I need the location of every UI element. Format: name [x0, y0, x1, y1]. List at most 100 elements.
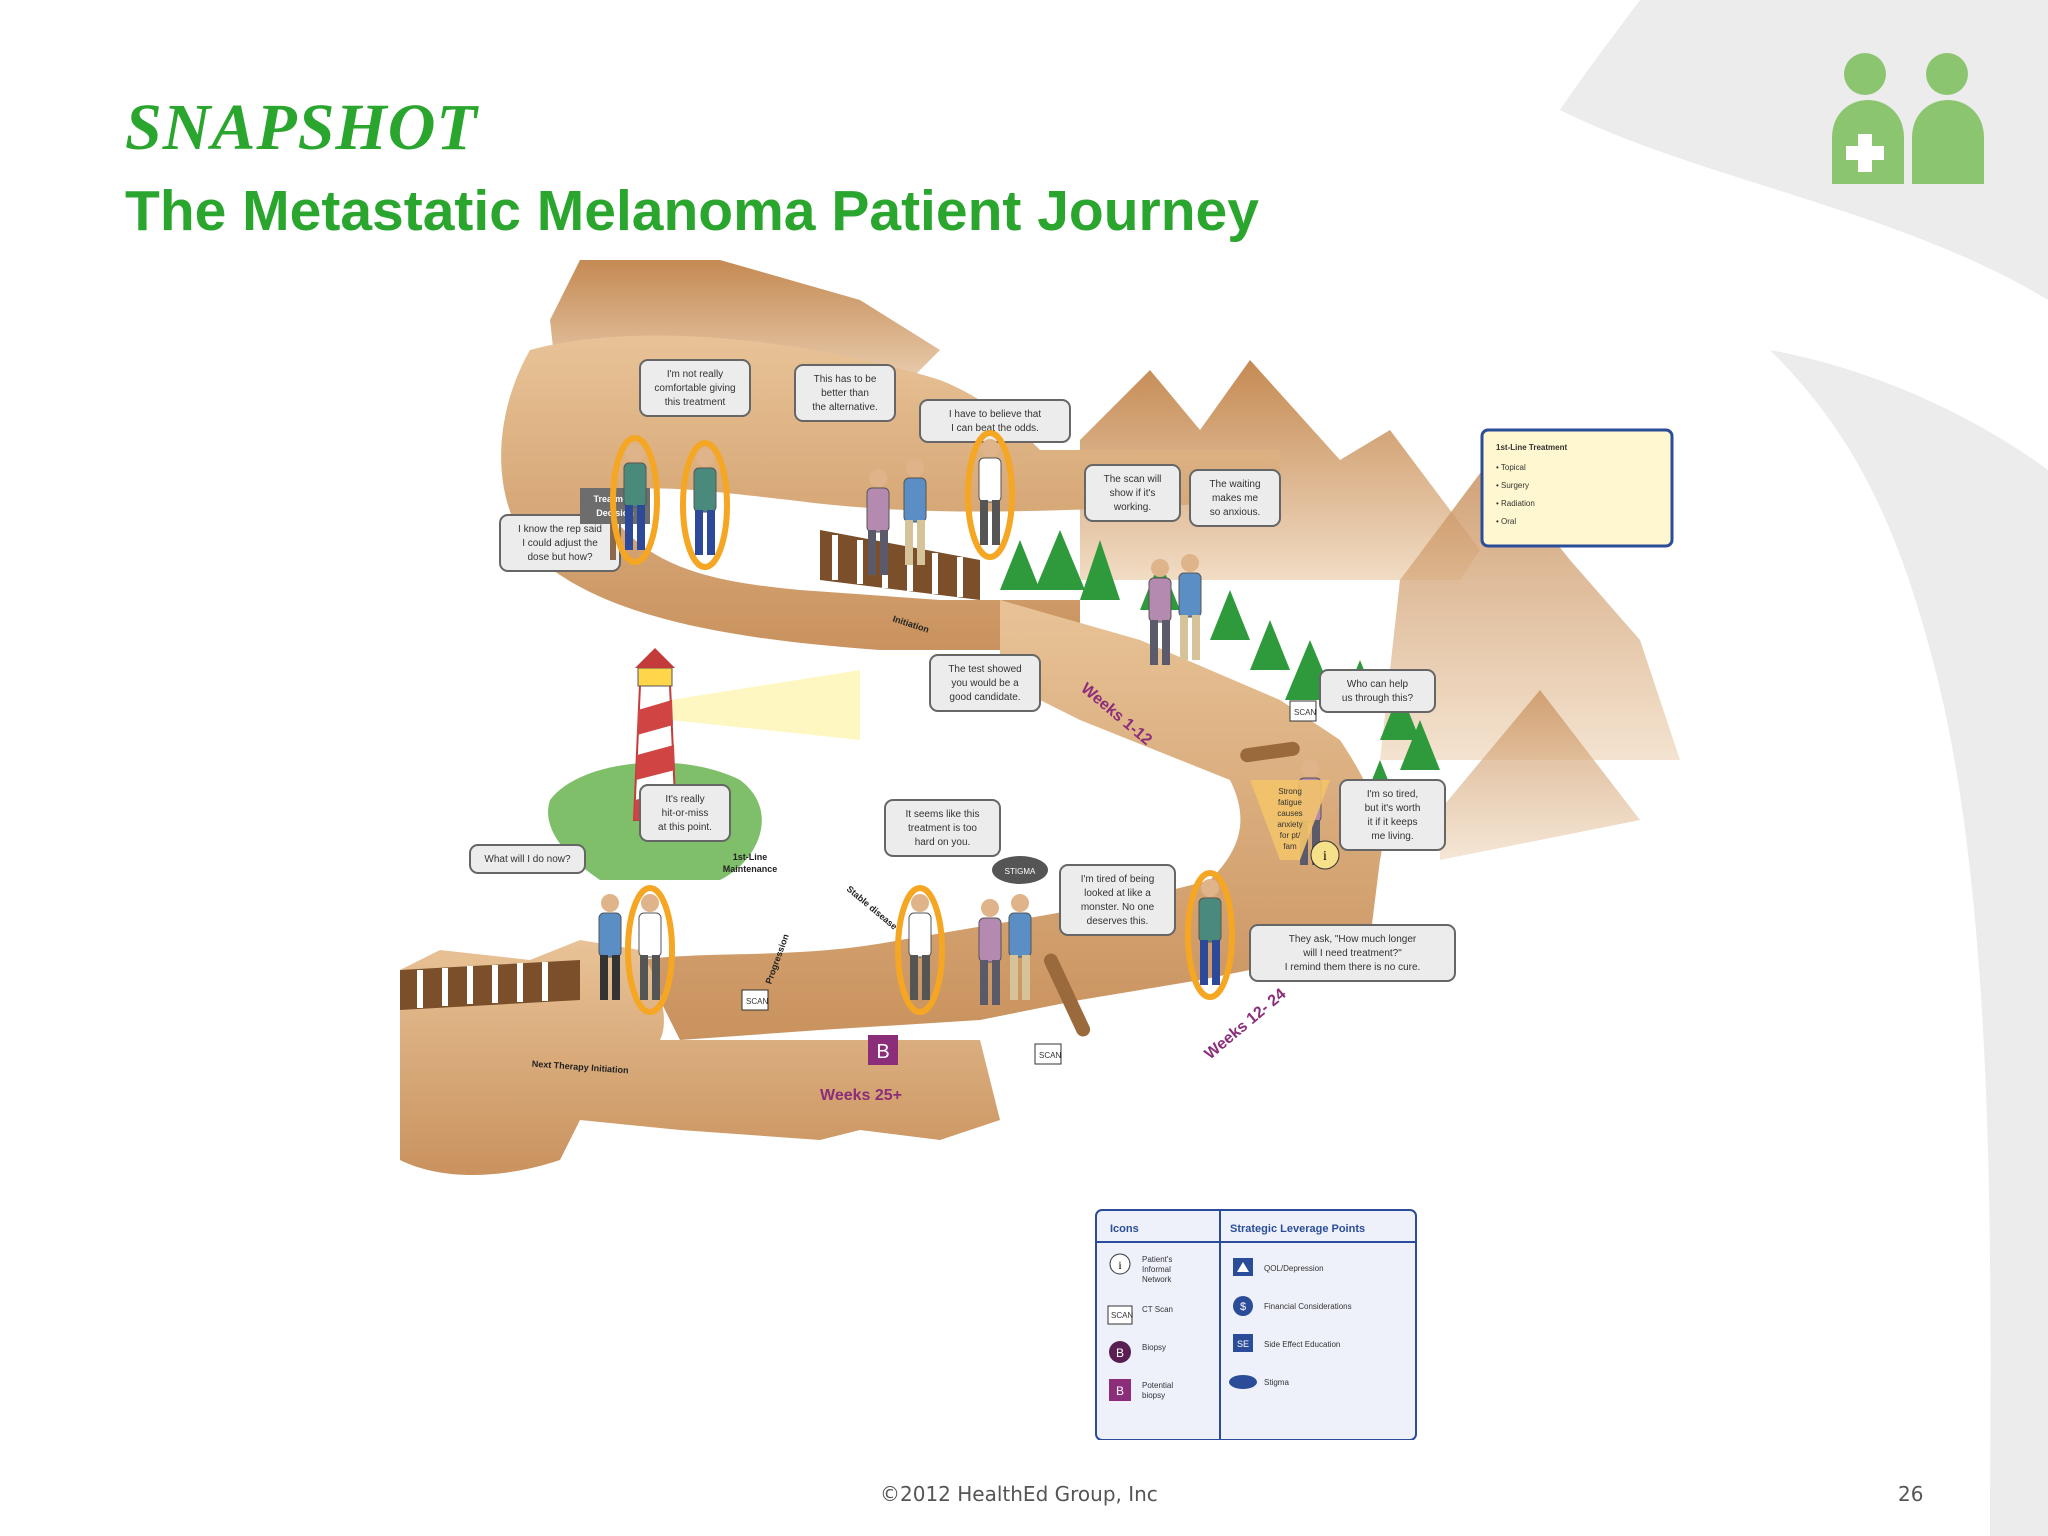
stigma-cloud: STIGMA — [992, 856, 1048, 884]
person-figure — [1185, 870, 1235, 1000]
two-people-medical-cross-icon — [1832, 53, 1984, 184]
legend-icons-header: Icons — [1110, 1223, 1139, 1235]
svg-text:SCAN: SCAN — [1294, 708, 1316, 717]
tornado-line: causes — [1277, 809, 1302, 818]
speech-bubble-line: hard on you. — [915, 837, 971, 848]
legend-leverage-item: Stigma — [1229, 1375, 1289, 1389]
tornado-line: fam — [1283, 842, 1297, 851]
speech-bubble-line: good candidate. — [949, 692, 1020, 703]
first-line-treatment-box: 1st-Line Treatment • Topical • Surgery • R… — [1480, 428, 1674, 548]
speech-bubble-line: monster. No one — [1081, 902, 1155, 913]
speech-bubble-line: I remind them there is no cure. — [1285, 962, 1421, 973]
speech-bubble-line: I can beat the odds. — [951, 423, 1039, 434]
legend-icon-label: Informal — [1142, 1265, 1171, 1274]
treatment-box-item: • Radiation — [1496, 499, 1535, 508]
biopsy-marker: B — [868, 1035, 898, 1065]
speech-bubble-line: show if it's — [1110, 488, 1156, 499]
scan-box: SCAN — [1034, 1043, 1062, 1065]
page-title: The Metastatic Melanoma Patient Journey — [125, 179, 1259, 243]
speech-bubble-line: comfortable giving — [654, 383, 735, 394]
speech-bubble: Who can help us through this? — [1319, 669, 1436, 713]
treatment-box-title: 1st-Line Treatment — [1496, 443, 1567, 452]
speech-bubble-line: I'm not really — [667, 369, 723, 380]
person-figure — [610, 435, 660, 565]
svg-text:STIGMA: STIGMA — [1005, 867, 1036, 876]
speech-bubble-line: you would be a — [951, 678, 1019, 689]
potential-biopsy-letter: B — [1116, 1384, 1124, 1398]
tornado-line: for pt/ — [1280, 831, 1301, 840]
legend-leverage-label: QOL/Depression — [1264, 1264, 1324, 1273]
speech-bubble-line: I'm so tired, — [1367, 789, 1418, 800]
first-line-maintenance-label-2: Maintenance — [723, 864, 778, 874]
speech-bubble-line: this treatment — [665, 397, 726, 408]
stable-disease-label: Stable disease — [845, 884, 899, 932]
legend-leverage-label: Stigma — [1264, 1378, 1289, 1387]
person-figure — [1178, 554, 1202, 660]
speech-bubble: I'm not really comfortable giving this tre… — [639, 359, 751, 417]
svg-text:B: B — [876, 1041, 889, 1063]
person-figure — [625, 885, 675, 1015]
treatment-box-item: • Topical — [1496, 463, 1526, 472]
speech-bubble-line: The scan will — [1104, 474, 1162, 485]
speech-bubble: They ask, "How much longer will I need tr… — [1249, 924, 1456, 982]
speech-bubble-line: deserves this. — [1087, 916, 1149, 927]
speech-bubble-line: working. — [1113, 502, 1151, 513]
speech-bubble-line: us through this? — [1342, 693, 1414, 704]
log — [1043, 953, 1091, 1037]
svg-text:i: i — [1323, 849, 1327, 864]
page-number: 26 — [1898, 1482, 1924, 1506]
legend-icon-label: Network — [1142, 1275, 1172, 1284]
person-figure — [903, 459, 927, 565]
speech-bubble-line: the alternative. — [812, 402, 878, 413]
speech-bubble-line: hit-or-miss — [662, 808, 709, 819]
side-effect-letters: SE — [1237, 1339, 1249, 1349]
speech-bubble-line: This has to be — [814, 374, 877, 385]
speech-bubble: What will I do now? — [469, 844, 586, 874]
svg-text:SCAN: SCAN — [746, 997, 768, 1006]
legend-leverage-header: Strategic Leverage Points — [1230, 1223, 1365, 1235]
legend-leverage-item: QOL/Depression — [1233, 1258, 1324, 1276]
tornado-line: anxiety — [1277, 820, 1302, 829]
legend-icon-label: biopsy — [1142, 1391, 1165, 1400]
person-figure — [965, 430, 1015, 560]
treatment-box-item: • Oral — [1496, 517, 1516, 526]
speech-bubble-line: The test showed — [948, 664, 1021, 675]
speech-bubble-line: I could adjust the — [522, 538, 598, 549]
treatment-box-items: • Topical • Surgery • Radiation • Oral — [1496, 463, 1535, 526]
scan-box: SCAN — [1289, 700, 1317, 722]
lower-bridge — [400, 960, 580, 1010]
tornado-line: Strong — [1278, 787, 1302, 796]
speech-bubble-line: makes me — [1212, 493, 1259, 504]
legend-leverage-list: QOL/Depression $Financial ConsiderationsS… — [1229, 1258, 1352, 1389]
speech-bubble-line: so anxious. — [1210, 507, 1261, 518]
speech-bubble-line: I know the rep said — [518, 524, 602, 535]
speech-bubble-line: It's really — [665, 794, 704, 805]
speech-bubble-line: will I need treatment?" — [1302, 948, 1402, 959]
speech-bubble-line: They ask, "How much longer — [1289, 934, 1417, 945]
person-figure — [866, 469, 890, 575]
middle-cliff-path — [640, 600, 1382, 1040]
legend-icon-label: Biopsy — [1142, 1343, 1166, 1352]
treatment-box-item: • Surgery — [1496, 481, 1529, 490]
speech-bubble-line: What will I do now? — [484, 854, 571, 865]
speech-bubble-line: It seems like this — [906, 809, 980, 820]
legend-leverage-item: $Financial Considerations — [1233, 1296, 1352, 1316]
snapshot-heading: SNAPSHOT — [125, 91, 478, 164]
speech-bubble-line: Who can help — [1347, 679, 1409, 690]
speech-bubble-line: dose but how? — [527, 552, 592, 563]
lighthouse — [548, 648, 860, 880]
person-figure — [1148, 559, 1172, 665]
